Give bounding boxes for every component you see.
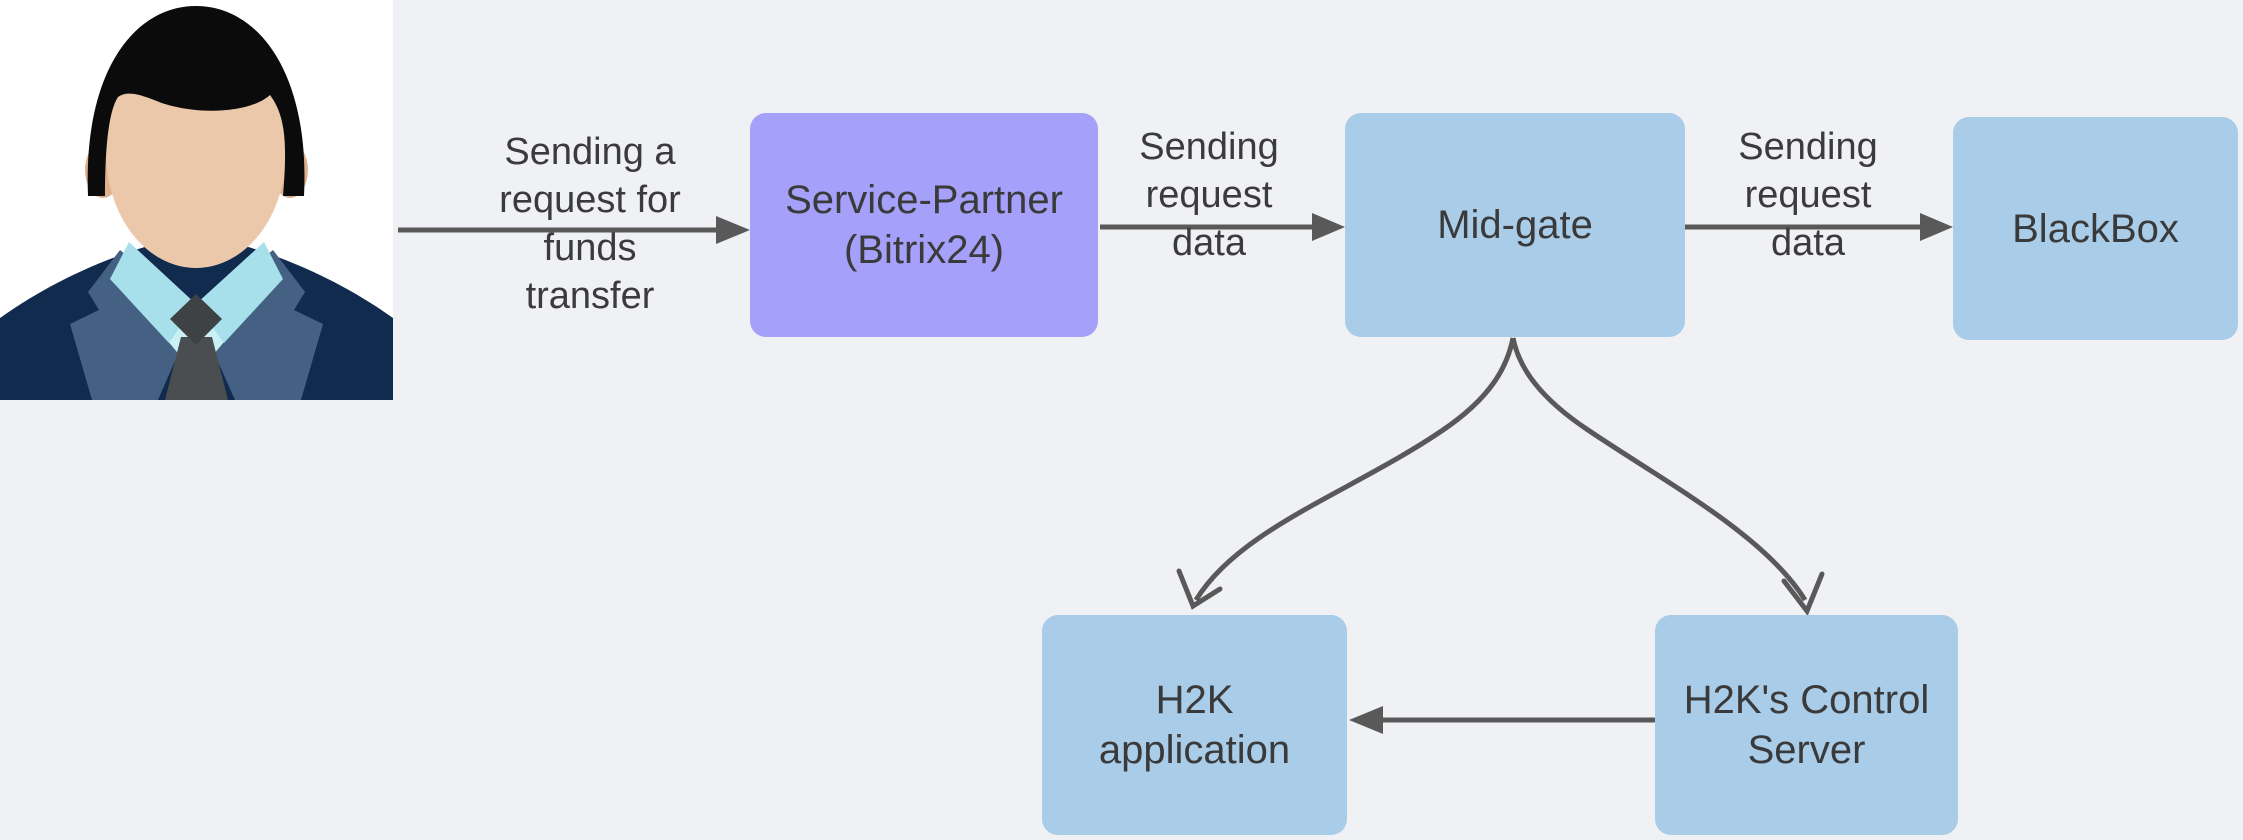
- arrow-h2k-control-server-to-h2k-application: [1349, 706, 1655, 734]
- edge-label-funds-transfer-request: Sending a request for funds transfer: [499, 131, 681, 317]
- person-in-suit-icon: [0, 0, 393, 400]
- node-service-partner: Service-Partner (Bitrix24): [750, 113, 1098, 337]
- arrow-mid-gate-to-h2k-control-server: [1510, 337, 1825, 616]
- node-mid-gate: Mid-gate: [1345, 113, 1685, 337]
- edge-label-sending-request-data-1: Sending request data: [1139, 126, 1279, 264]
- arrow-mid-gate-to-h2k-application: [1176, 337, 1516, 610]
- node-blackbox: BlackBox: [1953, 117, 2238, 340]
- user-avatar: [0, 0, 393, 400]
- node-h2k-application: H2K application: [1042, 615, 1347, 835]
- node-h2k-control-server: H2K's Control Server: [1655, 615, 1958, 835]
- edge-label-sending-request-data-2: Sending request data: [1738, 126, 1878, 264]
